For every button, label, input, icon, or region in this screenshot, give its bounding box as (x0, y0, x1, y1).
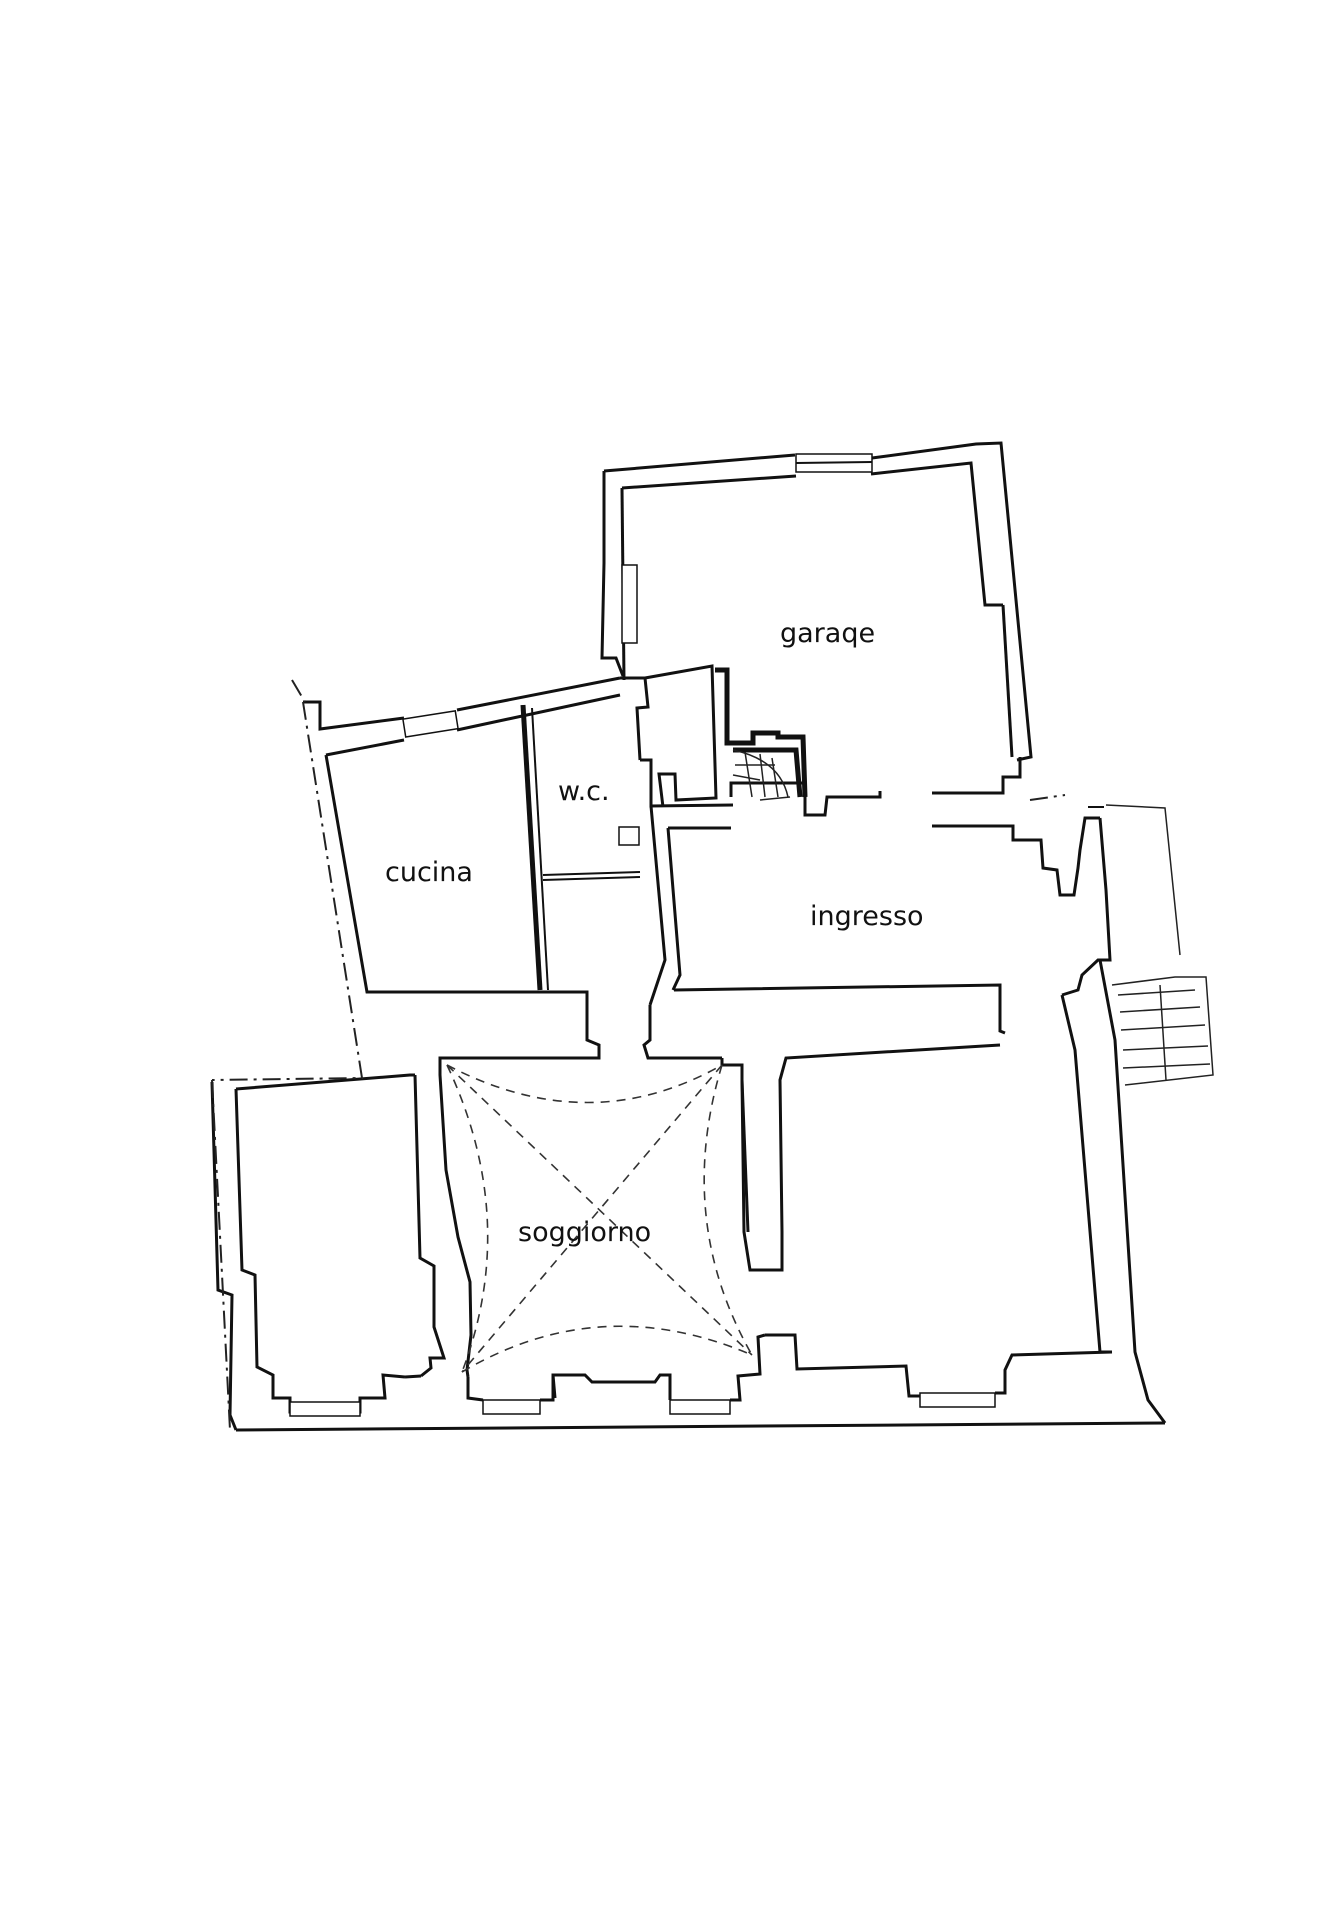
window-living-right (669, 1399, 731, 1415)
room-label-entrance: ingresso (810, 901, 924, 932)
window-living-left (482, 1399, 541, 1415)
room-label-living: soggiorno (518, 1217, 651, 1248)
outdoor-steps (1105, 804, 1214, 1086)
staircase (715, 667, 808, 801)
wc-fixture (618, 826, 640, 846)
living-walls (210, 959, 1167, 1432)
room-label-garage: garaqe (780, 618, 875, 649)
window-left-room (289, 1401, 361, 1417)
kitchen-walls (303, 676, 621, 994)
entrance-walls (640, 758, 1112, 1035)
property-lines (211, 679, 1066, 1431)
room-label-kitchen: cucina (385, 857, 473, 888)
room-label-wc: w.c. (558, 776, 610, 807)
kitchen-window (402, 710, 459, 738)
vault-lines (446, 1064, 753, 1373)
garage-walls (600, 441, 1033, 817)
window-right-room (919, 1392, 996, 1408)
garage-window-left (621, 564, 638, 644)
